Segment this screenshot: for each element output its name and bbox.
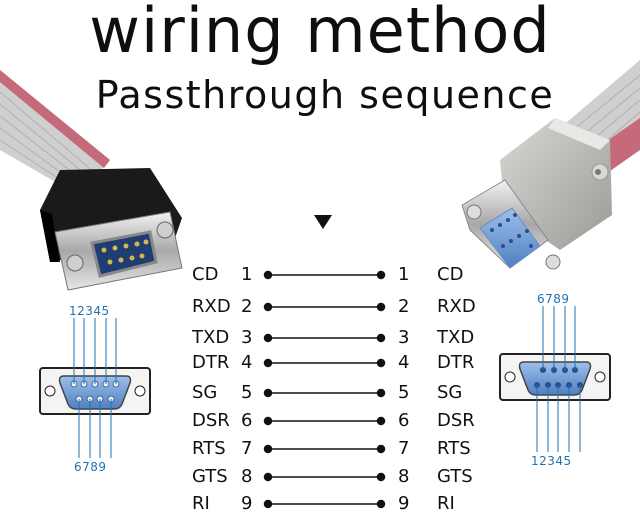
left-signal-label: DSR — [192, 410, 230, 431]
left-pin-number: 2 — [241, 296, 253, 317]
left-signal-label: RTS — [192, 438, 226, 459]
right-pin-number: 1 — [398, 264, 410, 285]
right-signal-label: RXD — [437, 296, 476, 317]
page-subtitle: Passthrough sequence — [95, 73, 555, 117]
right-pin-numbers-bottom: 12345 — [531, 454, 572, 468]
right-signal-label: RTS — [437, 438, 471, 459]
right-pin-numbers-top: 6789 — [537, 292, 570, 306]
right-pinout-diagram — [499, 306, 611, 452]
left-signal-label: GTS — [192, 466, 228, 487]
left-pin-number: 9 — [241, 493, 253, 514]
right-pin-number: 2 — [398, 296, 410, 317]
right-pin-number: 6 — [398, 410, 410, 431]
right-signal-label: RI — [437, 493, 455, 514]
left-pin-numbers-bottom: 6789 — [74, 460, 107, 474]
wiring-lines — [263, 270, 386, 509]
right-signal-label: TXD — [437, 327, 475, 348]
right-signal-label: CD — [437, 264, 464, 285]
page-title: wiring method — [89, 0, 551, 67]
left-pin-number: 6 — [241, 410, 253, 431]
left-signal-label: DTR — [192, 352, 230, 373]
right-pin-number: 4 — [398, 352, 410, 373]
left-pin-numbers-top: 12345 — [69, 304, 110, 318]
right-pin-number: 9 — [398, 493, 410, 514]
left-signal-label: RI — [192, 493, 210, 514]
right-signal-label: GTS — [437, 466, 473, 487]
left-signal-label: TXD — [192, 327, 230, 348]
left-signal-label: CD — [192, 264, 219, 285]
left-pin-number: 1 — [241, 264, 253, 285]
left-db9-male-connector — [40, 168, 183, 291]
left-pin-number: 3 — [241, 327, 253, 348]
left-pin-number: 8 — [241, 466, 253, 487]
left-pin-number: 4 — [241, 352, 253, 373]
right-pin-number: 5 — [398, 382, 410, 403]
right-signal-label: SG — [437, 382, 463, 403]
down-arrow-icon — [314, 215, 332, 229]
right-pin-number: 7 — [398, 438, 410, 459]
left-pin-number: 7 — [241, 438, 253, 459]
left-pin-number: 5 — [241, 382, 253, 403]
left-pinout-diagram — [39, 318, 151, 458]
left-signal-label: SG — [192, 382, 218, 403]
right-signal-label: DSR — [437, 410, 475, 431]
right-pin-number: 3 — [398, 327, 410, 348]
right-pin-number: 8 — [398, 466, 410, 487]
left-signal-label: RXD — [192, 296, 231, 317]
right-signal-label: DTR — [437, 352, 475, 373]
right-db9-female-connector — [461, 118, 612, 270]
